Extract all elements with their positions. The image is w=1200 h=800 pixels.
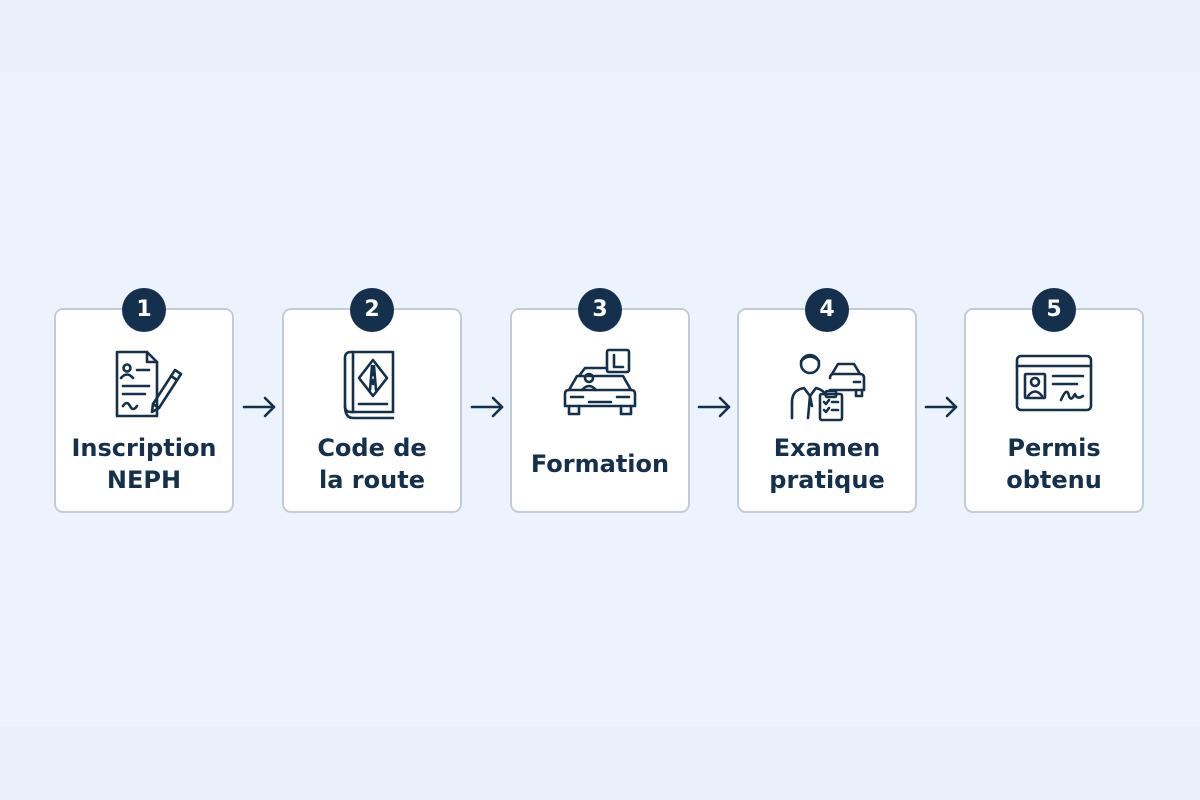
step-1-badge: 1: [122, 288, 166, 332]
step-4-label-line1: Examen: [773, 434, 881, 462]
learner-car-icon: [512, 346, 688, 422]
step-4-badge: 4: [805, 288, 849, 332]
step-4-label-line2: pratique: [769, 466, 885, 494]
step-3-label-line1: Formation: [530, 450, 670, 478]
step-1-label-line1: Inscription: [71, 434, 217, 462]
step-3-label: Formation: [516, 448, 684, 480]
step-2-label-line2: la route: [319, 466, 425, 494]
step-1-label-line2: NEPH: [106, 466, 182, 494]
step-2-label: Code de la route: [288, 432, 456, 496]
step-5-label: Permis obtenu: [970, 432, 1138, 496]
document-pen-icon: [56, 346, 232, 422]
step-2-label-line1: Code de: [317, 434, 427, 462]
arrow-icon: [242, 396, 276, 418]
arrow-icon: [697, 396, 731, 418]
step-4-label: Examen pratique: [743, 432, 911, 496]
step-5-card: 5 Permis obtenu: [964, 288, 1144, 513]
step-3-card: 3 Formation: [510, 288, 690, 513]
step-5-label-line2: obtenu: [1006, 466, 1102, 494]
step-3-badge: 3: [578, 288, 622, 332]
license-card-icon: [966, 346, 1142, 422]
step-5-label-line1: Permis: [1007, 434, 1101, 462]
arrow-icon: [470, 396, 504, 418]
step-1-label: Inscription NEPH: [60, 432, 228, 496]
road-book-icon: [284, 346, 460, 422]
step-4-card: 4 Examen pratique: [737, 288, 917, 513]
step-2-badge: 2: [350, 288, 394, 332]
step-5-badge: 5: [1032, 288, 1076, 332]
step-1-card: 1 Inscription NEPH: [54, 288, 234, 513]
examiner-car-icon: [739, 346, 915, 422]
step-2-card: 2 Code de la route: [282, 288, 462, 513]
arrow-icon: [924, 396, 958, 418]
